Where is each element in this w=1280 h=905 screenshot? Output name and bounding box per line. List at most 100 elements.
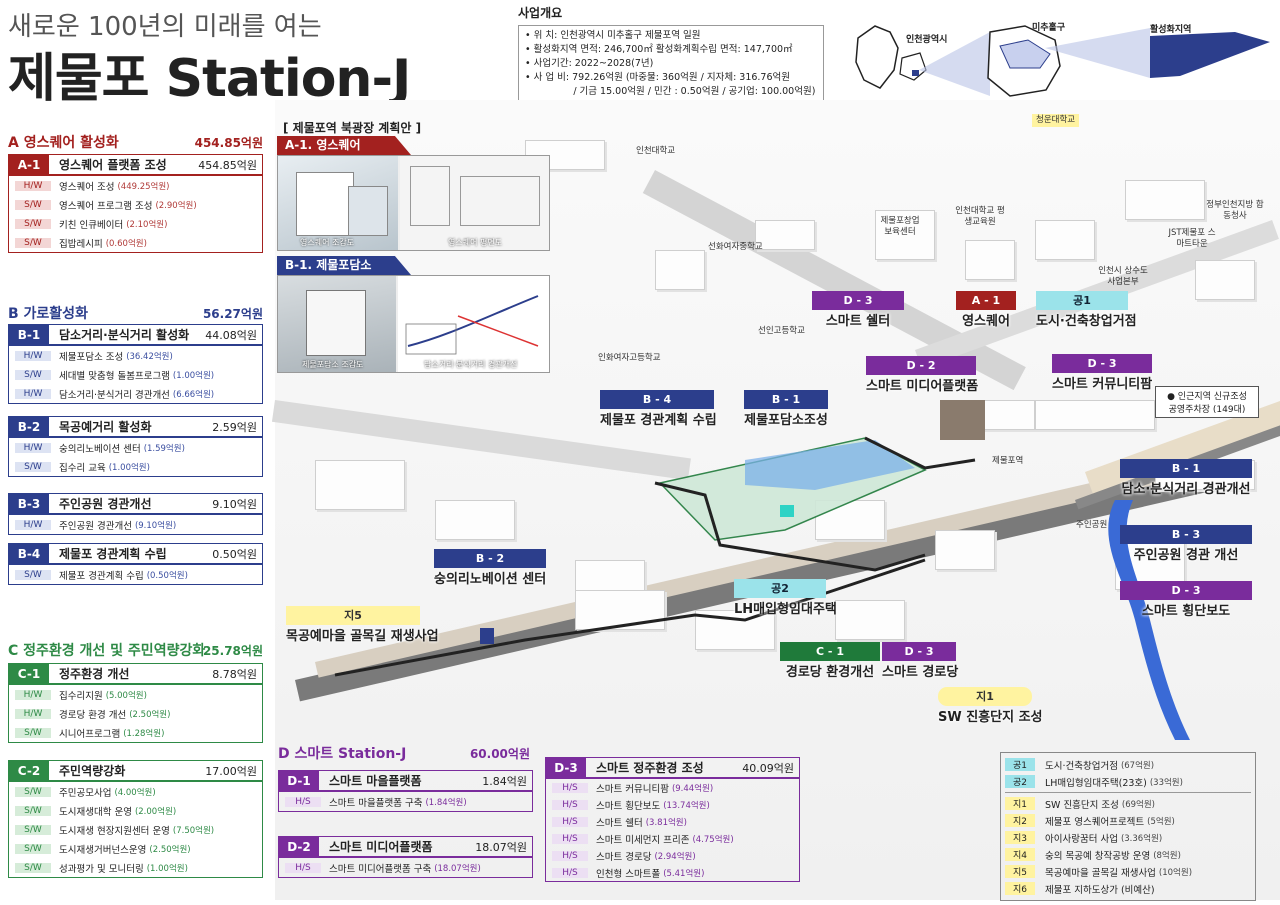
place-label: 정부인천지방 합동청사 — [1206, 200, 1264, 221]
location-map-graphic: 인천광역시 미추홀구 활성화지역 — [855, 21, 1270, 97]
map-overlay — [334, 400, 1190, 740]
b1-render-image — [278, 276, 396, 372]
page-title: 제물포 Station-J — [8, 49, 411, 109]
overview-line: • 위 치: 인천광역시 미추홀구 제물포역 일원 — [525, 30, 701, 41]
b1-caption: 담소거리·분식거리 경관개선 — [424, 360, 518, 369]
loc-label: 미추홀구 — [1032, 21, 1065, 33]
plan-a1-images: 영스퀘어 조감도 영스퀘어 평면도 — [277, 155, 550, 251]
overview-line: / 기금 15.00억원 / 민간 : 0.50억원 / 공기업: 100.00… — [525, 86, 816, 97]
plan-b1-banner: B-1. 제물포담소 — [277, 256, 411, 275]
a1-render-image — [278, 156, 398, 250]
place-label: 인천시 상수도사업본부 — [1098, 266, 1148, 287]
overview-box: • 위 치: 인천광역시 미추홀구 제물포역 일원 • 활성화지역 면적: 24… — [518, 25, 824, 103]
place-label: 선화여자중학교 — [708, 242, 763, 252]
a1-plan-image — [400, 156, 549, 250]
place-label: 제물포창업 보육센터 — [880, 216, 920, 237]
a1-caption: 영스퀘어 평면도 — [448, 238, 503, 247]
place-label: JST제물포 스마트타운 — [1168, 228, 1216, 249]
place-label: 인화여자고등학교 — [598, 353, 661, 363]
b1-caption: 제물포담소 조감도 — [302, 360, 364, 369]
subtitle: 새로운 100년의 미래를 여는 — [8, 12, 322, 42]
overview-heading: 사업개요 — [518, 6, 563, 20]
place-label: 인천대학교 — [636, 146, 676, 156]
plan-b1-images: 제물포담소 조감도 담소거리·분식거리 경관개선 — [277, 275, 550, 373]
location-map: 인천광역시 미추홀구 활성화지역 — [850, 18, 1275, 100]
overview-line: • 활성화지역 면적: 246,700㎡ 활성화계획수립 면적: 147,700… — [525, 44, 793, 55]
plan-heading: [ 제물포역 북광장 계획안 ] — [283, 121, 422, 135]
place-label: 선인고등학교 — [758, 326, 805, 336]
b1-map-image — [398, 276, 549, 372]
overview-line: • 사 업 비: 792.26억원 (마중물: 360억원 / 지자체: 316… — [525, 72, 791, 83]
overview: 사업개요 • 위 치: 인천광역시 미추홀구 제물포역 일원 • 활성화지역 면… — [518, 4, 824, 103]
overview-line: • 사업기간: 2022~2028(7년) — [525, 58, 654, 69]
a1-caption: 영스퀘어 조감도 — [300, 238, 355, 247]
loc-label: 인천광역시 — [906, 33, 947, 45]
place-label: 주인공원 — [1076, 520, 1108, 530]
place-label: 제물포역 — [992, 456, 1024, 466]
